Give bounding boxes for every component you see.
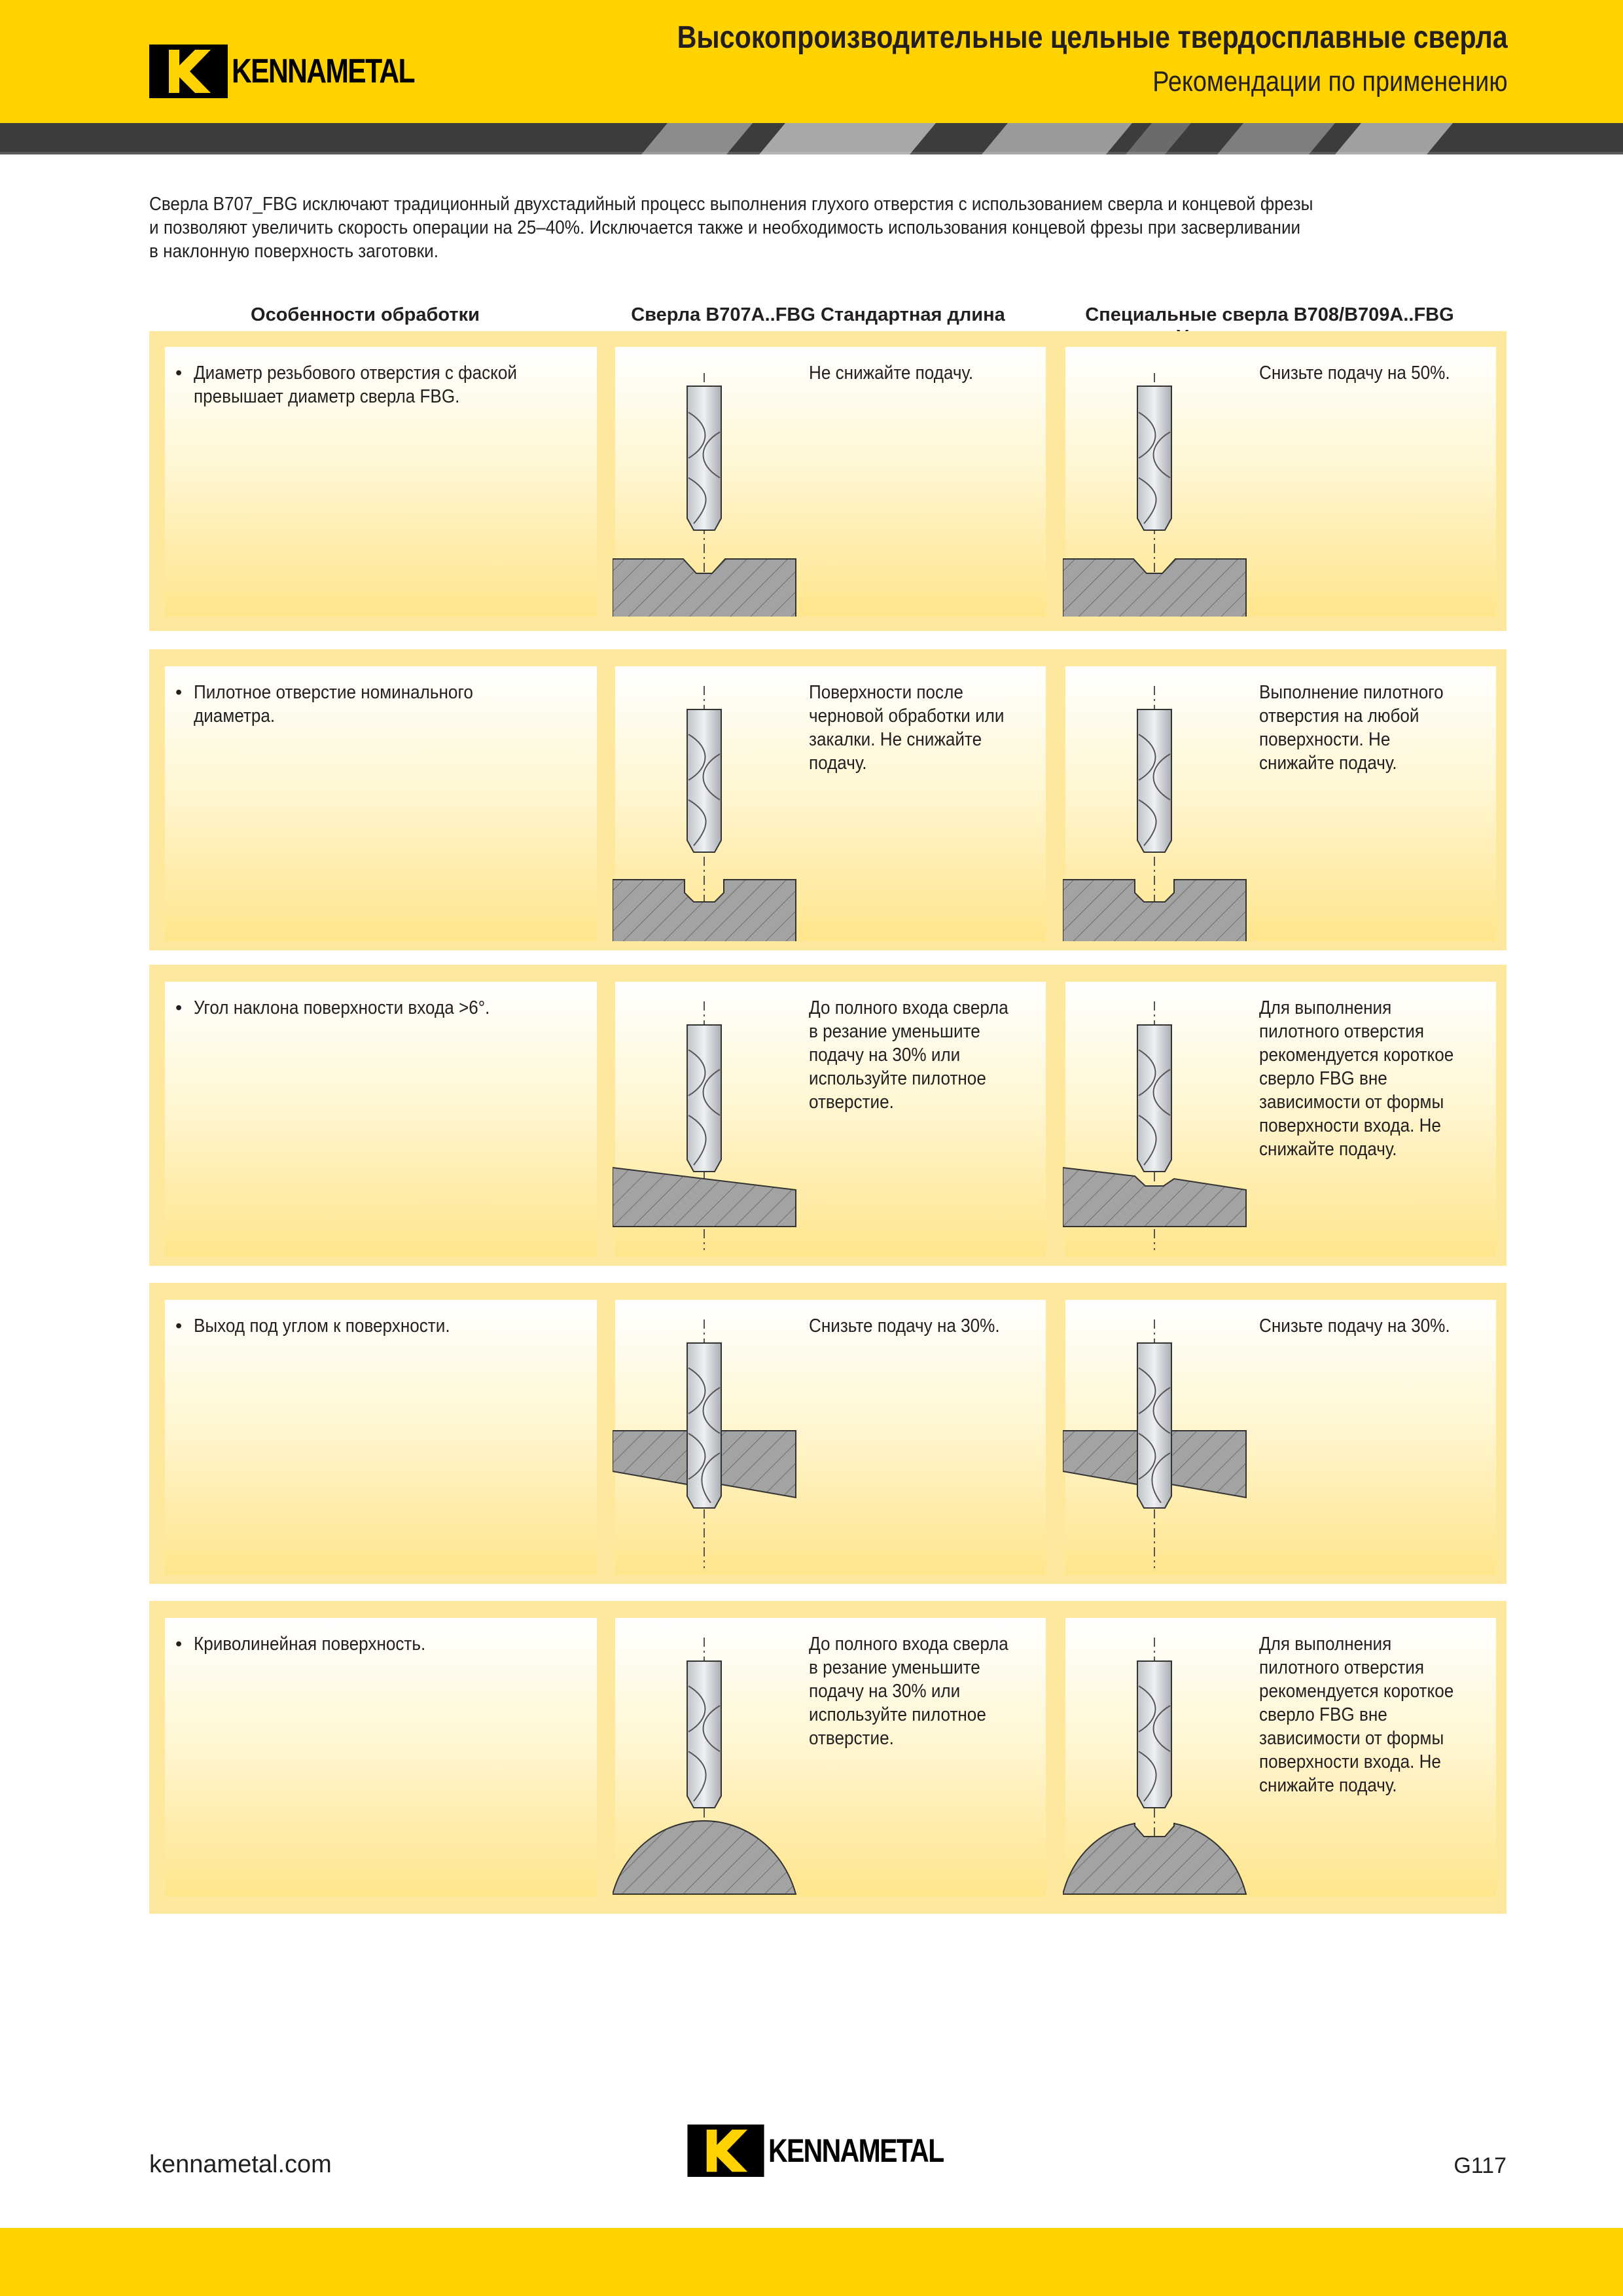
drill-pilot-hole-illustration [613, 686, 796, 941]
feature-cell: Пилотное отверстие номинального диаметра… [165, 666, 597, 941]
page-title: Высокопроизводительные цельные твердоспл… [677, 20, 1508, 55]
table-row: Пилотное отверстие номинального диаметра… [149, 649, 1507, 950]
kennametal-k-icon [149, 45, 228, 98]
standard-cell: Поверхности после черновой обработки или… [613, 666, 1046, 941]
special-cell: Для выполнения пилотного отверстия реком… [1063, 982, 1496, 1257]
feature-text: Пилотное отверстие номинального диаметра… [174, 681, 580, 728]
standard-cell: До полного входа сверла в резание уменьш… [613, 982, 1046, 1257]
column-heading-standard: Сверла B707A..FBG Стандартная длина [631, 304, 1005, 325]
kennametal-k-icon [687, 2125, 764, 2177]
table-row: Криволинейная поверхность. До полного вх… [149, 1601, 1507, 1914]
special-cell: Снизьте подачу на 50%. [1063, 347, 1496, 617]
drill-chamfer-illustration [613, 373, 796, 617]
standard-note: Поверхности после черновой обработки или… [809, 682, 1005, 774]
special-cell: Для выполнения пилотного отверстия реком… [1063, 1618, 1496, 1897]
kennametal-logo: KENNAMETAL [149, 45, 454, 98]
standard-note: Снизьте подачу на 30%. [809, 1316, 1000, 1336]
drill-curved-surface-illustration [613, 1638, 797, 1895]
header-bar [0, 0, 1623, 123]
standard-cell: До полного входа сверла в резание уменьш… [613, 1618, 1046, 1897]
intro-line: в наклонную поверхность заготовки. [149, 241, 438, 262]
table-row: Диаметр резьбового отверстия с фаской пр… [149, 331, 1507, 631]
intro-line: Сверла B707_FBG исключают традиционный д… [149, 194, 1313, 215]
special-note: Для выполнения пилотного отверстия реком… [1259, 1634, 1454, 1796]
drill-inclined-entry-pilot-illustration [1063, 1001, 1247, 1250]
page-number: G117 [1454, 2153, 1507, 2178]
drill-pilot-hole-illustration [1063, 686, 1247, 941]
drill-curved-surface-pilot-illustration [1063, 1638, 1247, 1895]
column-heading-features: Особенности обработки [251, 304, 480, 325]
feature-cell: Угол наклона поверхности входа >6°. [165, 982, 597, 1257]
feature-text: Диаметр резьбового отверстия с фаской пр… [174, 361, 580, 408]
table-row: Угол наклона поверхности входа >6°. До п… [149, 965, 1507, 1266]
logo-wordmark: KENNAMETAL [768, 2132, 944, 2169]
special-note: Для выполнения пилотного отверстия реком… [1259, 997, 1454, 1160]
standard-note: До полного входа сверла в резание уменьш… [809, 997, 1008, 1113]
intro-line: и позволяют увеличить скорость операции … [149, 217, 1301, 238]
special-cell: Выполнение пилотного отверстия на любой … [1063, 666, 1496, 941]
decorative-stripe [0, 123, 1623, 154]
footer-url[interactable]: kennametal.com [149, 2151, 332, 2178]
feature-text: Угол наклона поверхности входа >6°. [174, 996, 580, 1020]
logo-wordmark: KENNAMETAL [232, 52, 416, 90]
special-note: Снизьте подачу на 50%. [1259, 363, 1450, 384]
feature-text: Криволинейная поверхность. [174, 1632, 580, 1656]
special-note: Выполнение пилотного отверстия на любой … [1259, 682, 1444, 774]
intro-paragraph: Сверла B707_FBG исключают традиционный д… [149, 192, 1484, 263]
drill-chamfer-illustration [1063, 373, 1247, 617]
feature-cell: Диаметр резьбового отверстия с фаской пр… [165, 347, 597, 617]
feature-cell: Выход под углом к поверхности. [165, 1300, 597, 1575]
drill-angled-exit-illustration [613, 1319, 796, 1568]
feature-cell: Криволинейная поверхность. [165, 1618, 597, 1897]
standard-cell: Не снижайте подачу. [613, 347, 1046, 617]
special-note: Снизьте подачу на 30%. [1259, 1316, 1450, 1336]
footer-kennametal-logo: KENNAMETAL [687, 2125, 982, 2177]
special-cell: Снизьте подачу на 30%. [1063, 1300, 1496, 1575]
standard-note: До полного входа сверла в резание уменьш… [809, 1634, 1008, 1749]
page-subtitle: Рекомендации по применению [1152, 65, 1508, 98]
drill-angled-exit-illustration [1063, 1319, 1247, 1568]
table-row: Выход под углом к поверхности. Снизьте п… [149, 1283, 1507, 1584]
drill-inclined-entry-illustration [613, 1001, 796, 1250]
feature-text: Выход под углом к поверхности. [174, 1314, 580, 1338]
standard-cell: Снизьте подачу на 30%. [613, 1300, 1046, 1575]
footer-bar [0, 2228, 1623, 2296]
standard-note: Не снижайте подачу. [809, 363, 974, 384]
